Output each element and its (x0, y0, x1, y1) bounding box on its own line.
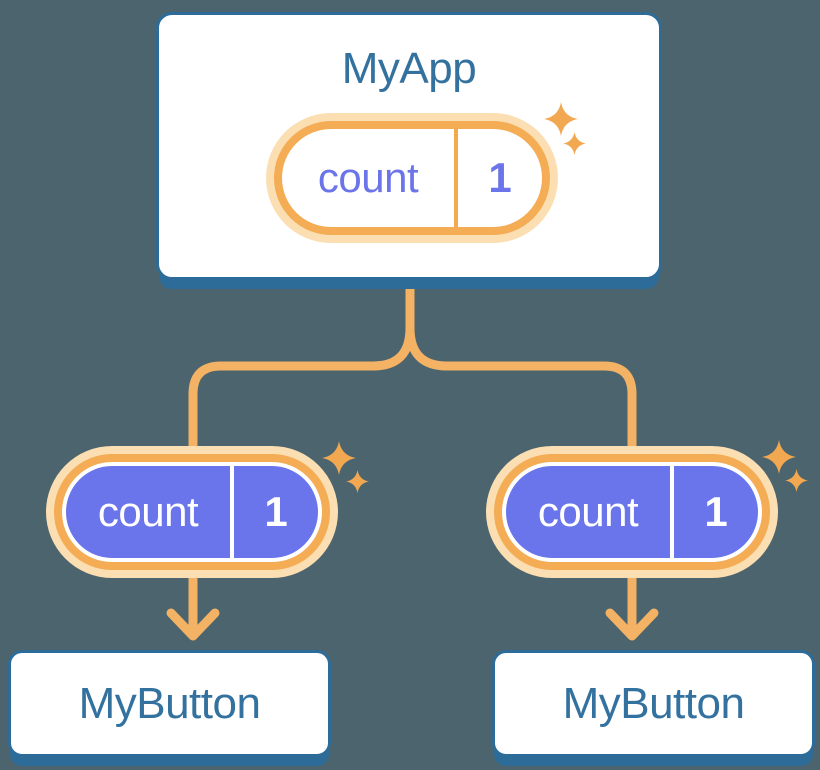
prop-pill-left-label: count (97, 488, 199, 535)
mybutton-card-left: MyButton (8, 650, 331, 757)
state-pill-label: count (317, 154, 419, 201)
fork-connector-left (188, 284, 415, 452)
state-pill-value: 1 (488, 154, 512, 201)
mybutton-right-title: MyButton (562, 678, 745, 728)
prop-pill-left-value: 1 (264, 488, 288, 535)
sparkle-icon (762, 440, 796, 474)
sparkle-small-icon (785, 469, 808, 492)
arrow-down-right-icon (605, 571, 659, 641)
myapp-title: MyApp (341, 44, 477, 93)
prop-pill-right-label: count (537, 488, 639, 535)
prop-pill-left: count 1 (62, 462, 322, 562)
prop-pill-left-divider (230, 466, 234, 558)
mybutton-left-title: MyButton (78, 678, 261, 728)
state-pill-divider (454, 129, 458, 227)
myapp-card: MyApp count 1 (156, 12, 662, 280)
sparkle-icon (544, 102, 578, 136)
sparkle-small-icon (563, 132, 586, 155)
sparkle-small-icon (346, 470, 369, 493)
mybutton-card-right: MyButton (492, 650, 815, 757)
prop-pill-right-value: 1 (704, 488, 728, 535)
myapp-state-pill: count 1 (282, 129, 542, 227)
sparkle-icon (322, 441, 356, 475)
fork-connector-right (405, 284, 637, 452)
arrow-down-left-icon (166, 571, 220, 641)
prop-pill-right: count 1 (502, 462, 762, 562)
prop-pill-right-divider (670, 466, 674, 558)
